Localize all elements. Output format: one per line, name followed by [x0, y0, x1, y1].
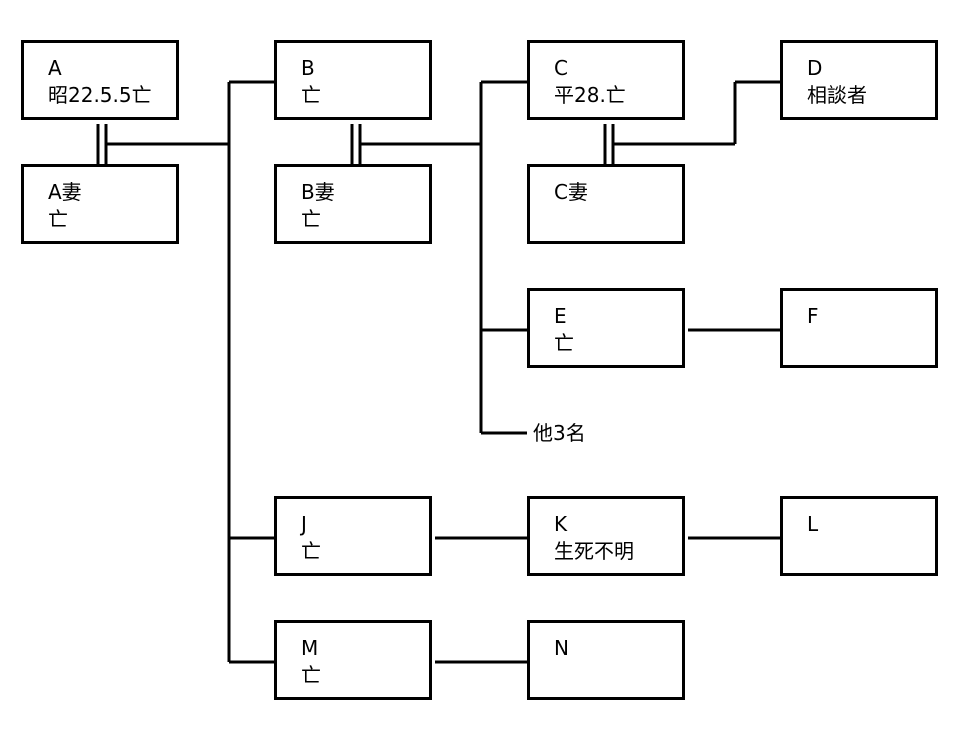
- person-name: C妻: [554, 180, 588, 204]
- person-name: F: [807, 304, 819, 328]
- person-note: 平28.亡: [554, 83, 626, 107]
- person-name: J: [301, 512, 307, 536]
- person-note: 相談者: [807, 83, 867, 107]
- others-label: 他3名: [533, 421, 586, 445]
- person-note: 亡: [301, 83, 321, 107]
- person-box-c-wife: C妻: [527, 164, 685, 244]
- person-name: B妻: [301, 180, 335, 204]
- person-box-c: C 平28.亡: [527, 40, 685, 120]
- person-name: M: [301, 636, 319, 660]
- person-box-m: M 亡: [274, 620, 432, 700]
- person-name: A妻: [48, 180, 82, 204]
- person-box-b-wife: B妻 亡: [274, 164, 432, 244]
- person-box-k: K 生死不明: [527, 496, 685, 576]
- person-name: L: [807, 512, 819, 536]
- person-box-f: F: [780, 288, 938, 368]
- person-name: D: [807, 56, 823, 80]
- person-name: E: [554, 304, 567, 328]
- person-note: 昭22.5.5亡: [48, 83, 152, 107]
- person-note: 亡: [301, 663, 321, 687]
- person-box-l: L: [780, 496, 938, 576]
- person-box-b: B 亡: [274, 40, 432, 120]
- person-note: 亡: [48, 207, 68, 231]
- person-note: 亡: [554, 331, 574, 355]
- person-name: B: [301, 56, 315, 80]
- person-name: N: [554, 636, 569, 660]
- person-box-a-wife: A妻 亡: [21, 164, 179, 244]
- person-note: 亡: [301, 539, 321, 563]
- person-box-n: N: [527, 620, 685, 700]
- person-box-a: A 昭22.5.5亡: [21, 40, 179, 120]
- person-note: 亡: [301, 207, 321, 231]
- person-box-j: J 亡: [274, 496, 432, 576]
- person-name: K: [554, 512, 568, 536]
- person-name: A: [48, 56, 62, 80]
- person-box-d: D 相談者: [780, 40, 938, 120]
- person-box-e: E 亡: [527, 288, 685, 368]
- person-name: C: [554, 56, 568, 80]
- person-note: 生死不明: [554, 539, 634, 563]
